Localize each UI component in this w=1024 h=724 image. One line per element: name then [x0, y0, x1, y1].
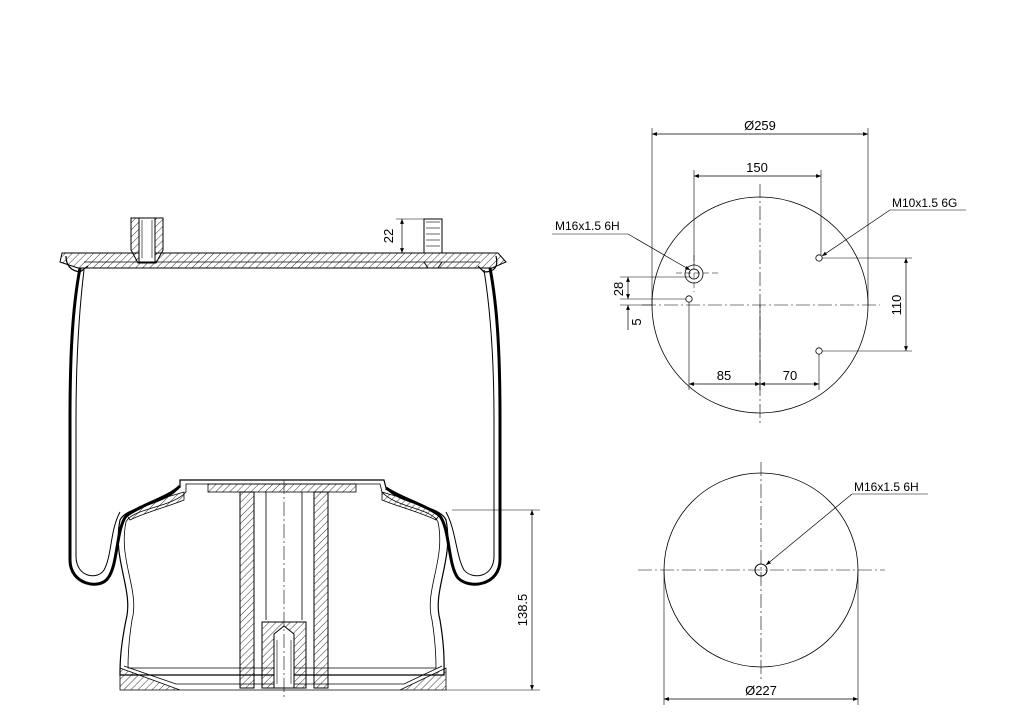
dim-vertical-spacing-label: 110 [889, 295, 904, 316]
dim-offset-5-label: 5 [629, 318, 644, 325]
dim-stud-height-label: 22 [381, 229, 396, 243]
small-hole-left [685, 295, 693, 303]
bottom-m16-hole [754, 563, 768, 577]
dim-hole-spacing-label: 150 [746, 160, 768, 175]
dimension-138-5 [446, 509, 540, 691]
bottom-thread-label: M16x1.5 6H [854, 480, 919, 494]
left-threaded-boss [130, 217, 164, 264]
bottom-threaded-insert [261, 621, 307, 689]
top-plate-view: Ø259 150 110 85 70 28 5 M16x1.5 6H M1 [552, 118, 966, 425]
dim-right-offset-label: 70 [783, 368, 797, 383]
dim-bottom-diameter-label: Ø227 [745, 683, 777, 698]
central-tube [239, 491, 329, 689]
dim-left-offset-label: 85 [717, 368, 731, 383]
side-section-view: 22 138.5 [59, 217, 540, 700]
m10-hole-top [815, 254, 823, 262]
bottom-piston-view: Ø227 M16x1.5 6H [638, 462, 928, 705]
dim-piston-height-label: 138.5 [515, 594, 530, 627]
dim-outer-diameter-label: Ø259 [744, 118, 776, 133]
thread-small-label: M10x1.5 6G [892, 196, 957, 210]
top-plate [59, 252, 507, 273]
thread-large-label: M16x1.5 6H [555, 219, 620, 233]
m10-hole-bottom [815, 347, 823, 355]
dim-offset-28-label: 28 [611, 282, 626, 296]
rubber-bellow [68, 267, 502, 586]
dimension-22 [396, 218, 440, 254]
